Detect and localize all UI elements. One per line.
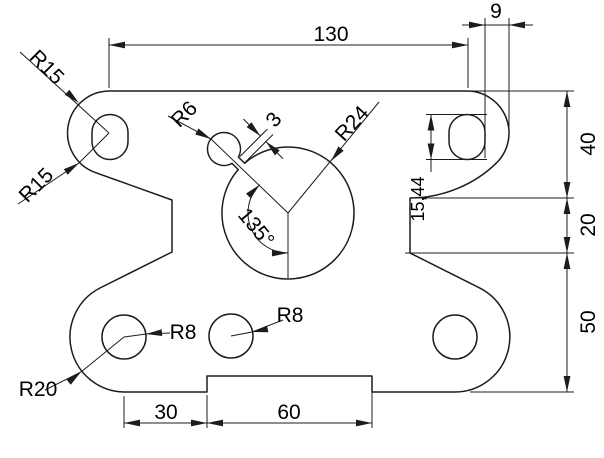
arrow <box>563 237 571 253</box>
dim-right-upper-label: 40 <box>577 132 600 155</box>
hole-bottom-mid <box>208 313 254 359</box>
radius-hole-bottom-left-label: R8 <box>170 321 197 344</box>
arrow <box>563 253 571 269</box>
radius-lobe-bottom-left-label: R20 <box>19 378 58 401</box>
dim-slot-neck-label: 3 <box>261 108 286 132</box>
dim-keyhole-angle-label: 135° <box>233 204 279 252</box>
radius-keyhole-circle-label: R24 <box>331 101 374 145</box>
arrow <box>191 419 207 427</box>
arrow <box>452 41 468 49</box>
arrow <box>427 143 435 160</box>
arrow <box>563 91 571 107</box>
arrow <box>251 325 269 336</box>
arrow <box>63 160 81 175</box>
radius-hole-bottom-mid-label: R8 <box>277 304 304 327</box>
leader-r8-mid <box>230 319 284 337</box>
ext-line-slot-b <box>245 134 274 163</box>
arrow <box>246 122 263 139</box>
arrow <box>272 249 288 257</box>
leader-r15-upper <box>19 51 110 134</box>
leader-r8-left <box>123 332 171 338</box>
keyhole-cutout <box>206 131 355 280</box>
arrow <box>109 41 125 49</box>
arrow <box>427 114 435 131</box>
radius-keyhole-bulb-label: R6 <box>167 97 202 132</box>
arrow <box>563 182 571 198</box>
radius-lobe-top-left-outer-label: R15 <box>25 46 69 90</box>
dim-top-right-offset-label: 9 <box>490 0 502 23</box>
arrow <box>124 419 140 427</box>
dim-right-middle-label: 20 <box>577 213 600 236</box>
arrow <box>64 89 82 106</box>
part-outline <box>66 90 511 393</box>
hole-bottom-left <box>101 314 147 360</box>
dim-right-lower-label: 50 <box>577 310 600 333</box>
arrow <box>356 419 372 427</box>
arrow <box>145 329 163 338</box>
dim-top-width-label: 130 <box>313 23 348 46</box>
part-geometry <box>66 90 511 393</box>
dimension-labels: 130 9 40 20 50 15,44 30 60 3 135° R15 R1… <box>15 0 600 424</box>
arrow <box>245 182 263 199</box>
dim-hole-height-label: 15,44 <box>408 176 428 221</box>
arrowheads <box>63 21 571 427</box>
arrow <box>207 419 223 427</box>
dim-bottom-tab-label: 60 <box>277 401 300 424</box>
hole-slot-top-right <box>448 113 486 161</box>
hole-bottom-right <box>432 314 478 360</box>
dim-bottom-left-label: 30 <box>154 401 177 424</box>
radius-lobe-top-left-inner-label: R15 <box>15 164 59 208</box>
dimension-lines <box>109 24 568 424</box>
extension-lines <box>108 18 574 428</box>
arrow <box>563 198 571 214</box>
arrow <box>563 376 571 392</box>
arrow <box>509 21 525 29</box>
ext-line-slot-a <box>239 128 268 157</box>
hole-slot-top-left <box>91 113 129 161</box>
arrow <box>469 21 485 29</box>
